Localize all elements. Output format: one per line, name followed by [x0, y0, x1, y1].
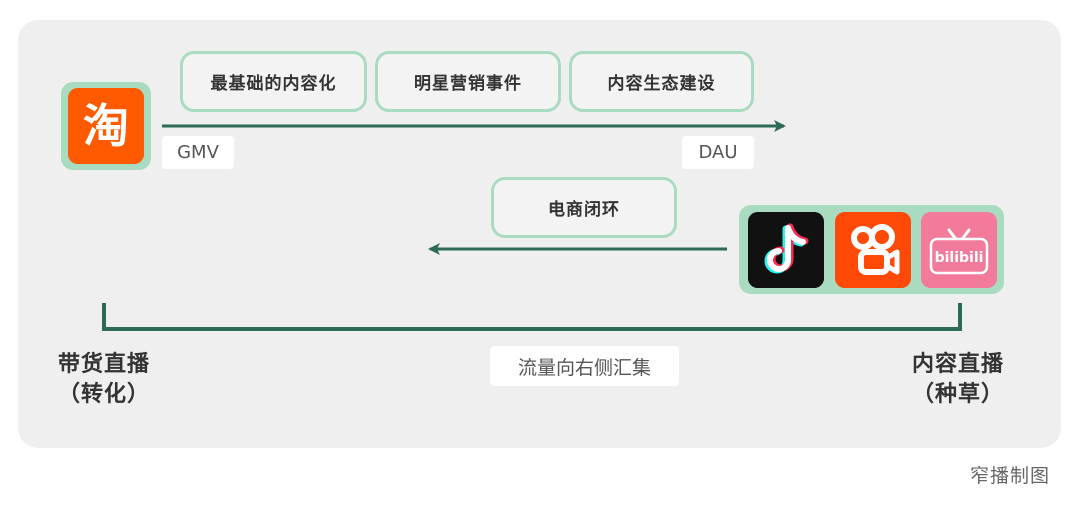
axis-bracket: [102, 303, 962, 331]
pill-ecommerce-loop: 电商闭环: [491, 177, 677, 238]
traffic-flow-tag: 流量向右侧汇集: [490, 346, 679, 386]
right-axis-label-line1: 内容直播: [911, 352, 1004, 377]
kuaishou-icon: [835, 212, 911, 288]
pill-celebrity-marketing: 明星营销事件: [375, 51, 561, 112]
credit-text: 窄播制图: [969, 465, 1050, 487]
left-axis-label-line2: （转化）: [57, 382, 150, 407]
douyin-icon: [748, 212, 824, 288]
bilibili-icon: bilibili: [921, 212, 997, 288]
bilibili-wordmark: bilibili: [935, 250, 984, 266]
pill-basic-content: 最基础的内容化: [180, 51, 367, 112]
pill-content-ecosystem: 内容生态建设: [569, 51, 754, 112]
taobao-glyph: 淘: [83, 99, 129, 153]
left-axis-label: 带货直播 （转化）: [34, 350, 174, 410]
left-axis-label-line1: 带货直播: [57, 352, 150, 377]
dau-tag: DAU: [682, 136, 754, 169]
taobao-icon: 淘: [68, 88, 144, 164]
gmv-tag: GMV: [162, 136, 234, 169]
right-axis-label: 内容直播 （种草）: [888, 350, 1028, 410]
right-axis-label-line2: （种草）: [911, 382, 1004, 407]
